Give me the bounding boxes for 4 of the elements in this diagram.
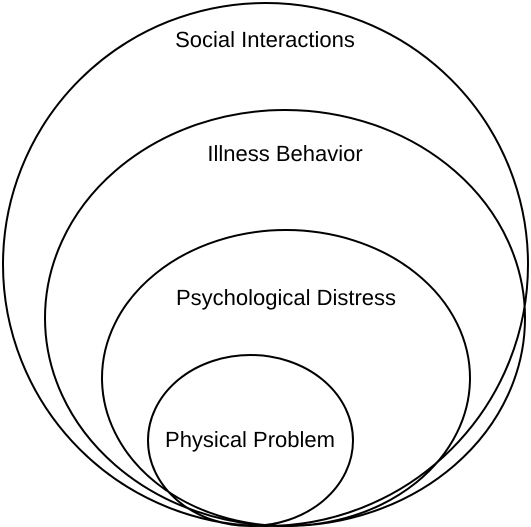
circle-label: Physical Problem xyxy=(165,428,335,452)
circle-label: Psychological Distress xyxy=(176,286,396,310)
circle-label: Social Interactions xyxy=(175,28,355,52)
circle-label: Illness Behavior xyxy=(207,142,363,166)
